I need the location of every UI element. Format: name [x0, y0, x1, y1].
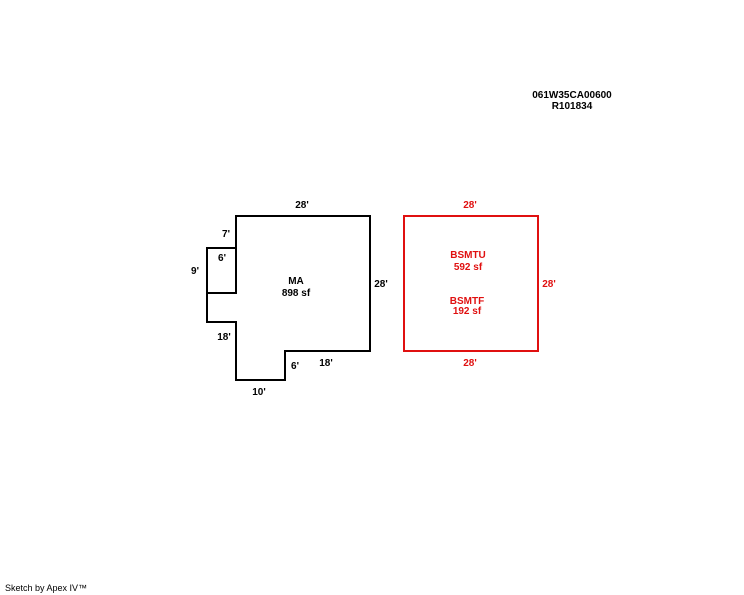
header-block: 061W35CA00600 R101834 [520, 90, 624, 112]
basement-outline [403, 215, 539, 352]
parcel-id: 061W35CA00600 [532, 90, 612, 101]
ma-dim-notch-side: 9' [191, 266, 199, 277]
sketch-credit: Sketch by Apex IV™ [5, 583, 88, 593]
ma-dim-right: 28' [374, 279, 388, 290]
bsmt-dim-right: 28' [542, 279, 556, 290]
ma-dim-bottom: 10' [252, 387, 266, 398]
bsmt-dim-bottom: 28' [463, 358, 477, 369]
bsmtu-area: 592 sf [454, 262, 483, 273]
ma-dim-upper-left: 7' [222, 229, 230, 240]
account-number: R101834 [551, 101, 593, 112]
ma-dim-top: 28' [295, 200, 309, 211]
ma-area: 898 sf [282, 288, 311, 299]
bsmtu-name: BSMTU [450, 250, 486, 261]
bsmtf-area: 192 sf [453, 306, 482, 317]
ma-dim-inner-bottom: 18' [319, 358, 333, 369]
ma-name: MA [288, 276, 304, 287]
main-area-outline [206, 215, 371, 381]
ma-dim-notch-top: 6' [218, 253, 226, 264]
main-area-notch [206, 247, 236, 293]
ma-dim-inner-step: 6' [291, 361, 299, 372]
bsmt-dim-top: 28' [463, 200, 477, 211]
ma-dim-lower-left: 18' [217, 332, 231, 343]
bsmtf-name: BSMTF [450, 296, 484, 307]
